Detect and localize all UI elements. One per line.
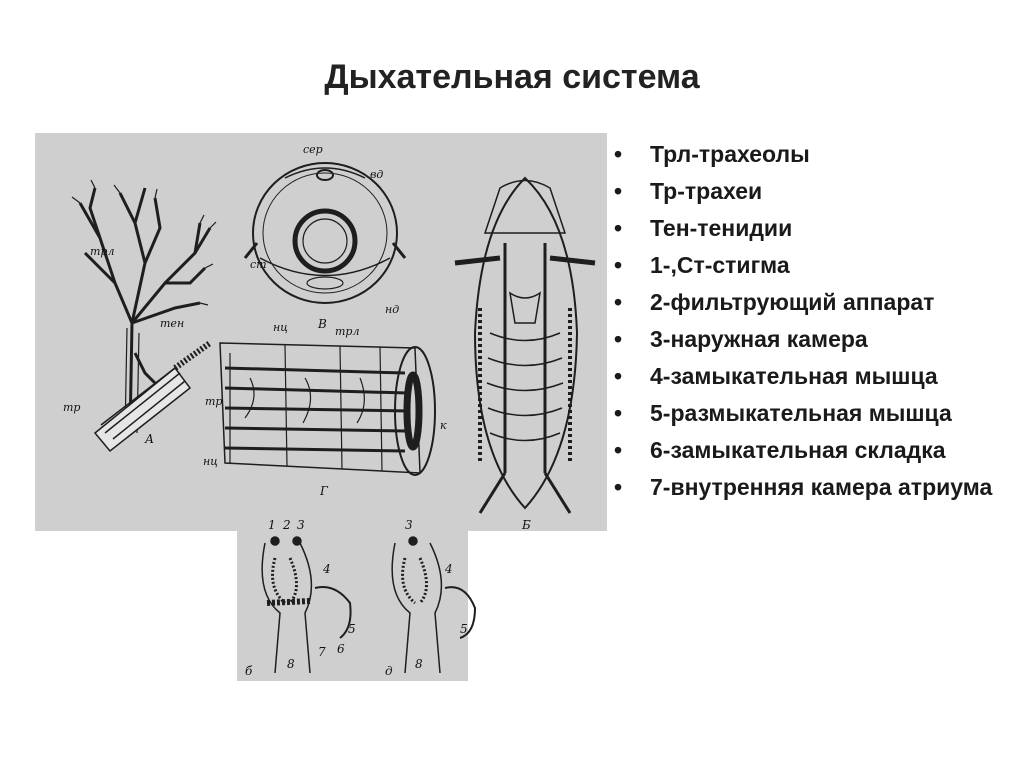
- figure-background: [35, 133, 607, 681]
- label-nc-b: нц: [273, 321, 288, 334]
- body-cross-section-drawing: [243, 162, 407, 304]
- label-panel-b: Б: [521, 518, 531, 532]
- legend-item-text: 6-замыкательная складка: [650, 437, 946, 463]
- legend-item-text: Трл-трахеолы: [650, 141, 810, 167]
- legend-item-text: Тен-тенидии: [650, 215, 793, 241]
- legend-item-text: 7-внутренняя камера атриума: [650, 474, 993, 500]
- label-sub-d: д: [385, 664, 393, 678]
- label-panel-v: В: [317, 317, 327, 331]
- label-n3b: 3: [405, 518, 413, 532]
- legend-item-text: 4-замыкательная мышца: [650, 363, 938, 389]
- label-n4b: 4: [444, 562, 453, 576]
- label-ten: тен: [160, 317, 184, 330]
- legend-item: • 3-наружная камера: [612, 325, 1012, 354]
- legend-item: • 2-фильтрующий аппарат: [612, 288, 1012, 317]
- label-tr-g: тр: [205, 395, 222, 408]
- label-k: к: [440, 419, 447, 432]
- label-n5: 5: [348, 622, 356, 636]
- label-n4: 4: [322, 562, 331, 576]
- legend-item: • 6-замыкательная складка: [612, 436, 1012, 465]
- legend-item-text: 2-фильтрующий аппарат: [650, 289, 935, 315]
- label-vd: вд: [370, 168, 383, 181]
- legend-item: • 1-,Ст-стигма: [612, 251, 1012, 280]
- label-trl-a: трл: [90, 245, 114, 258]
- bullet-icon: •: [614, 474, 623, 500]
- legend-item: • Тен-тенидии: [612, 214, 1012, 243]
- label-n2: 2: [282, 518, 291, 532]
- label-n8b: 8: [415, 657, 423, 671]
- label-nc-g: нц: [203, 455, 218, 468]
- label-st: ст: [250, 258, 267, 271]
- bullet-icon: •: [614, 178, 623, 204]
- label-n8: 8: [287, 657, 295, 671]
- label-n7: 7: [318, 645, 326, 659]
- bullet-icon: •: [614, 363, 623, 389]
- trachea-tube: [93, 340, 212, 453]
- bullet-icon: •: [614, 437, 623, 463]
- bullet-icon: •: [614, 326, 623, 352]
- legend-item: • 5-размыкательная мышца: [612, 399, 1012, 428]
- tracheal-system-cylinder-drawing: [219, 342, 436, 476]
- bullet-icon: •: [614, 215, 623, 241]
- legend-item-text: 1-,Ст-стигма: [650, 252, 790, 278]
- bullet-icon: •: [614, 289, 623, 315]
- legend-item: • 4-замыкательная мышца: [612, 362, 1012, 391]
- label-panel-g: Г: [319, 484, 329, 498]
- bullet-icon: •: [614, 400, 623, 426]
- bullet-icon: •: [614, 141, 623, 167]
- label-trl-g: трл: [335, 325, 359, 338]
- slide-title: Дыхательная система: [324, 58, 700, 96]
- label-n1: 1: [268, 518, 276, 532]
- legend-item-text: 3-наружная камера: [650, 326, 868, 352]
- label-panel-a: А: [144, 432, 154, 446]
- label-n6: 6: [337, 642, 345, 656]
- respiratory-system-figure: трл тен тр А сер вд ст нц В нд: [35, 133, 607, 681]
- label-nd: нд: [385, 303, 399, 316]
- legend-item: • 7-внутренняя камера атриума: [612, 473, 1012, 502]
- label-n5b: 5: [460, 622, 468, 636]
- bullet-icon: •: [614, 252, 623, 278]
- spiracle-section-drawing: [261, 536, 477, 674]
- label-ser: сер: [303, 143, 323, 156]
- label-n3: 3: [297, 518, 305, 532]
- legend-item: • Трл-трахеолы: [612, 140, 1012, 169]
- label-sub-b: б: [245, 664, 253, 678]
- legend-list: • Трл-трахеолы • Тр-трахеи • Тен-тенидии • 1…: [612, 140, 1012, 510]
- legend-item-text: 5-размыкательная мышца: [650, 400, 952, 426]
- insect-tracheal-system-drawing: [454, 176, 596, 514]
- label-tr-a: тр: [63, 401, 80, 414]
- legend-item: • Тр-трахеи: [612, 177, 1012, 206]
- legend-item-text: Тр-трахеи: [650, 178, 763, 204]
